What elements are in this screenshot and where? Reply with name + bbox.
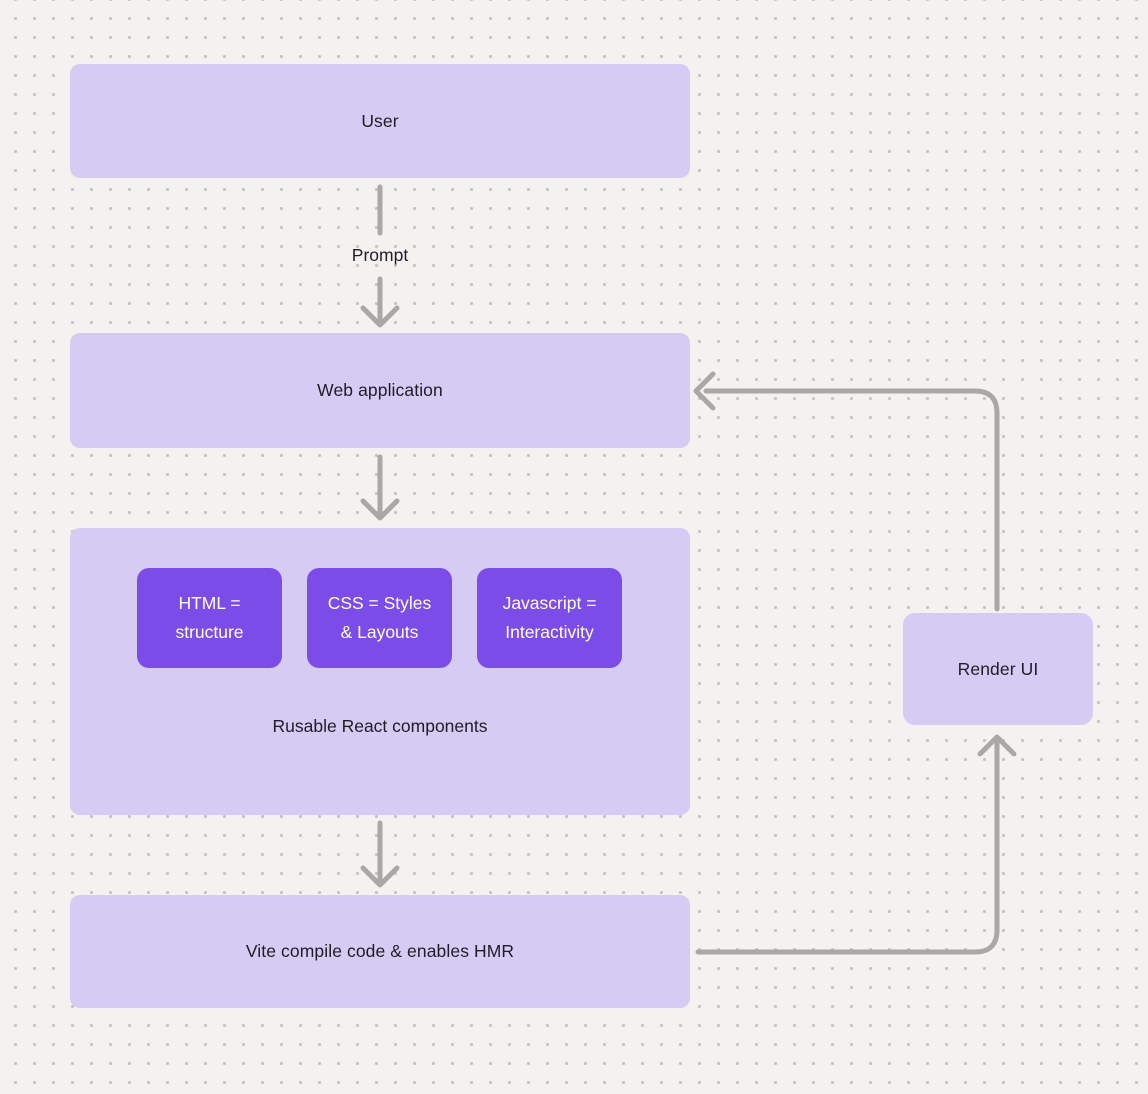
node-web-application-label: Web application [317,380,443,400]
node-html-label: HTML = structure [175,593,244,642]
arrow-renderui-to-webapp-head-icon [693,371,716,411]
arrow-vite-to-renderui-head-icon [977,734,1017,757]
components-group-caption: Rusable React components [272,716,488,736]
node-javascript: Javascript = Interactivity [477,568,622,668]
node-vite-label: Vite compile code & enables HMR [245,941,515,961]
node-vite: Vite compile code & enables HMR [70,895,690,1008]
node-javascript-label: Javascript = Interactivity [502,593,597,642]
node-web-application: Web application [70,333,690,448]
arrow-renderui-to-webapp-segment [703,388,1000,612]
node-render-ui-label: Render UI [957,658,1039,679]
arrow-components-to-vite-head-icon [360,865,400,888]
arrow-webapp-to-components-head-icon [360,498,400,521]
node-user-label: User [361,110,399,131]
node-user: User [70,64,690,178]
edge-label-prompt: Prompt [351,245,409,265]
node-css-label: CSS = Styles & Layouts [327,593,432,642]
node-html: HTML = structure [137,568,282,668]
node-css: CSS = Styles & Layouts [307,568,452,668]
node-render-ui: Render UI [903,613,1093,725]
arrow-user-to-webapp-head-icon [360,305,400,328]
arrow-vite-to-renderui-segment [695,737,1000,955]
